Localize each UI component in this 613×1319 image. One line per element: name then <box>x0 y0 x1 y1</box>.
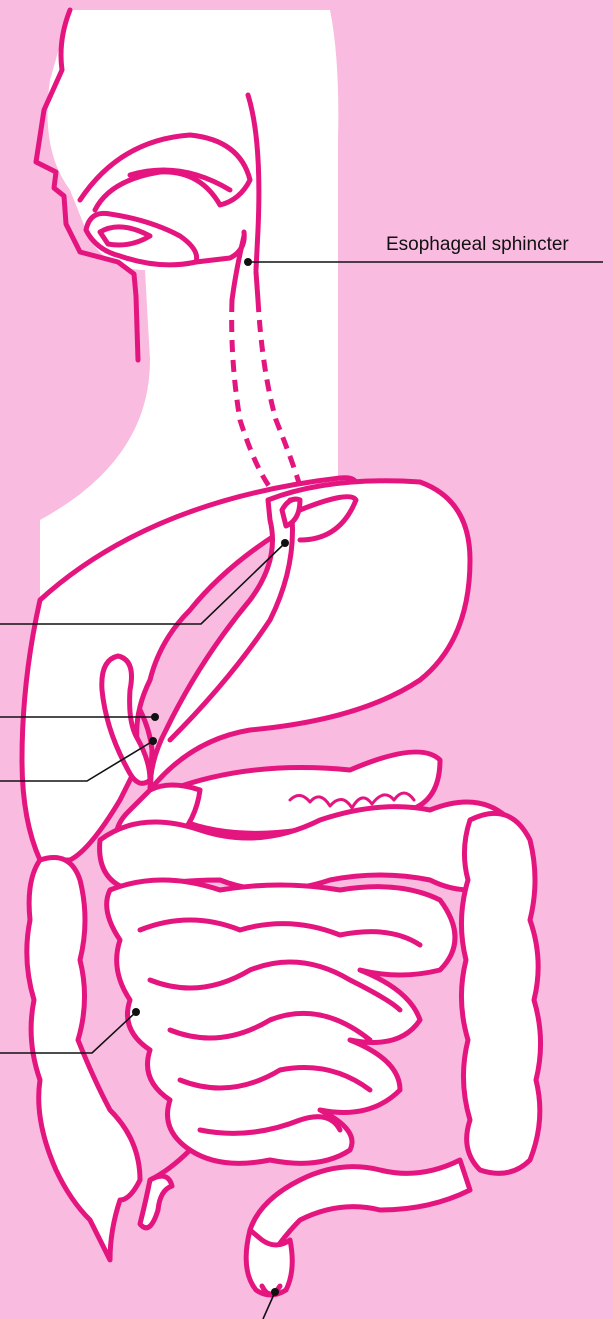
ileum-to-cecum <box>150 1150 190 1180</box>
dot-ileocecal-sphincter <box>132 1008 140 1016</box>
appendix <box>140 1176 172 1228</box>
dot-anal-sphincter <box>271 1288 279 1296</box>
dot-sphincter-of-oddi <box>149 737 157 745</box>
label-esophageal-sphincter: Esophageal sphincter <box>386 234 569 256</box>
dot-esophageal-sphincter <box>244 258 252 266</box>
descending-colon <box>461 813 540 1173</box>
dot-cardiac-sphincter <box>281 539 289 547</box>
dot-pyloric-sphincter <box>151 713 159 721</box>
